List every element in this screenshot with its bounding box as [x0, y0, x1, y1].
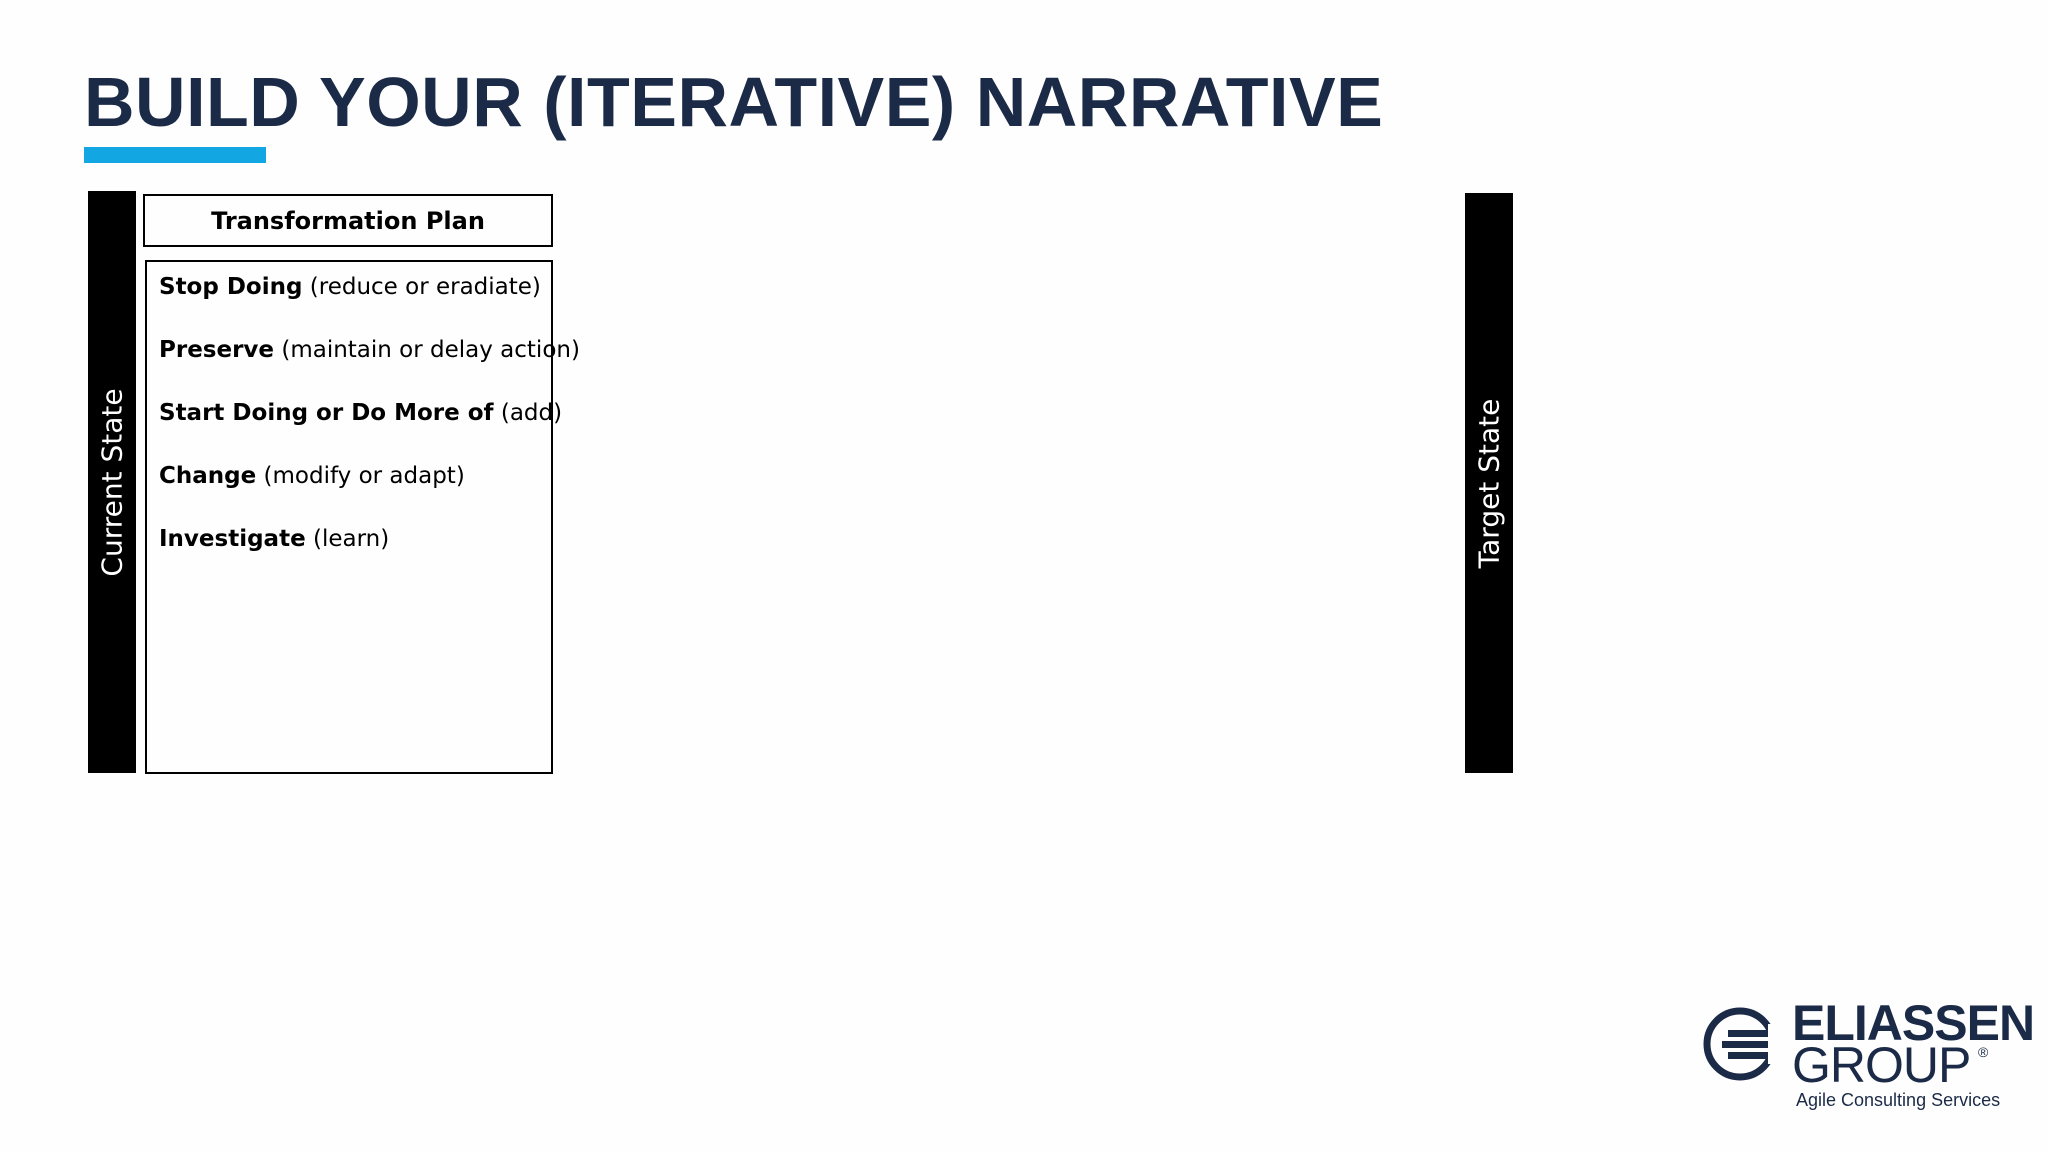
logo-text-eliassen: ELIASSEN — [1792, 995, 2035, 1051]
plan-item-detail: (learn) — [305, 526, 390, 552]
current-state-bar: Current State — [88, 191, 136, 773]
transformation-plan-header: Transformation Plan — [143, 194, 553, 247]
plan-item-bold: Stop Doing — [159, 274, 303, 300]
logo-tagline: Agile Consulting Services — [1796, 1090, 2001, 1110]
target-state-label: Target State — [1472, 398, 1506, 568]
plan-item-detail: (modify or adapt) — [256, 463, 465, 489]
plan-item-stop-doing: Stop Doing (reduce or eradiate) — [159, 272, 541, 335]
plan-item-bold: Change — [159, 463, 257, 489]
logo-text-group: GROUP — [1792, 1037, 1971, 1093]
plan-item-preserve: Preserve (maintain or delay action) — [159, 335, 580, 398]
plan-item-detail: (maintain or delay action) — [274, 337, 580, 363]
transformation-plan-list: Stop Doing (reduce or eradiate) Preserve… — [145, 260, 580, 774]
plan-item-bold: Investigate — [159, 526, 306, 552]
plan-item-change: Change (modify or adapt) — [159, 461, 541, 524]
plan-item-bold: Start Doing or Do More of — [159, 400, 494, 426]
slide-title: BUILD YOUR (ITERATIVE) NARRATIVE — [84, 63, 1384, 141]
plan-item-bold: Preserve — [159, 337, 275, 363]
plan-item-detail: (add) — [493, 400, 563, 426]
registered-mark: ® — [1978, 1044, 1989, 1060]
eliassen-e-mark-icon — [1703, 1007, 1778, 1081]
plan-item-start-doing: Start Doing or Do More of (add) — [159, 398, 562, 461]
current-state-label: Current State — [95, 387, 129, 577]
plan-item-investigate: Investigate (learn) — [159, 524, 541, 587]
target-state-bar: Target State — [1465, 193, 1513, 773]
title-underline — [84, 147, 266, 163]
eliassen-group-logo: ELIASSEN GROUP ® Agile Consulting Servic… — [1696, 996, 2035, 1116]
plan-item-detail: (reduce or eradiate) — [302, 274, 541, 300]
